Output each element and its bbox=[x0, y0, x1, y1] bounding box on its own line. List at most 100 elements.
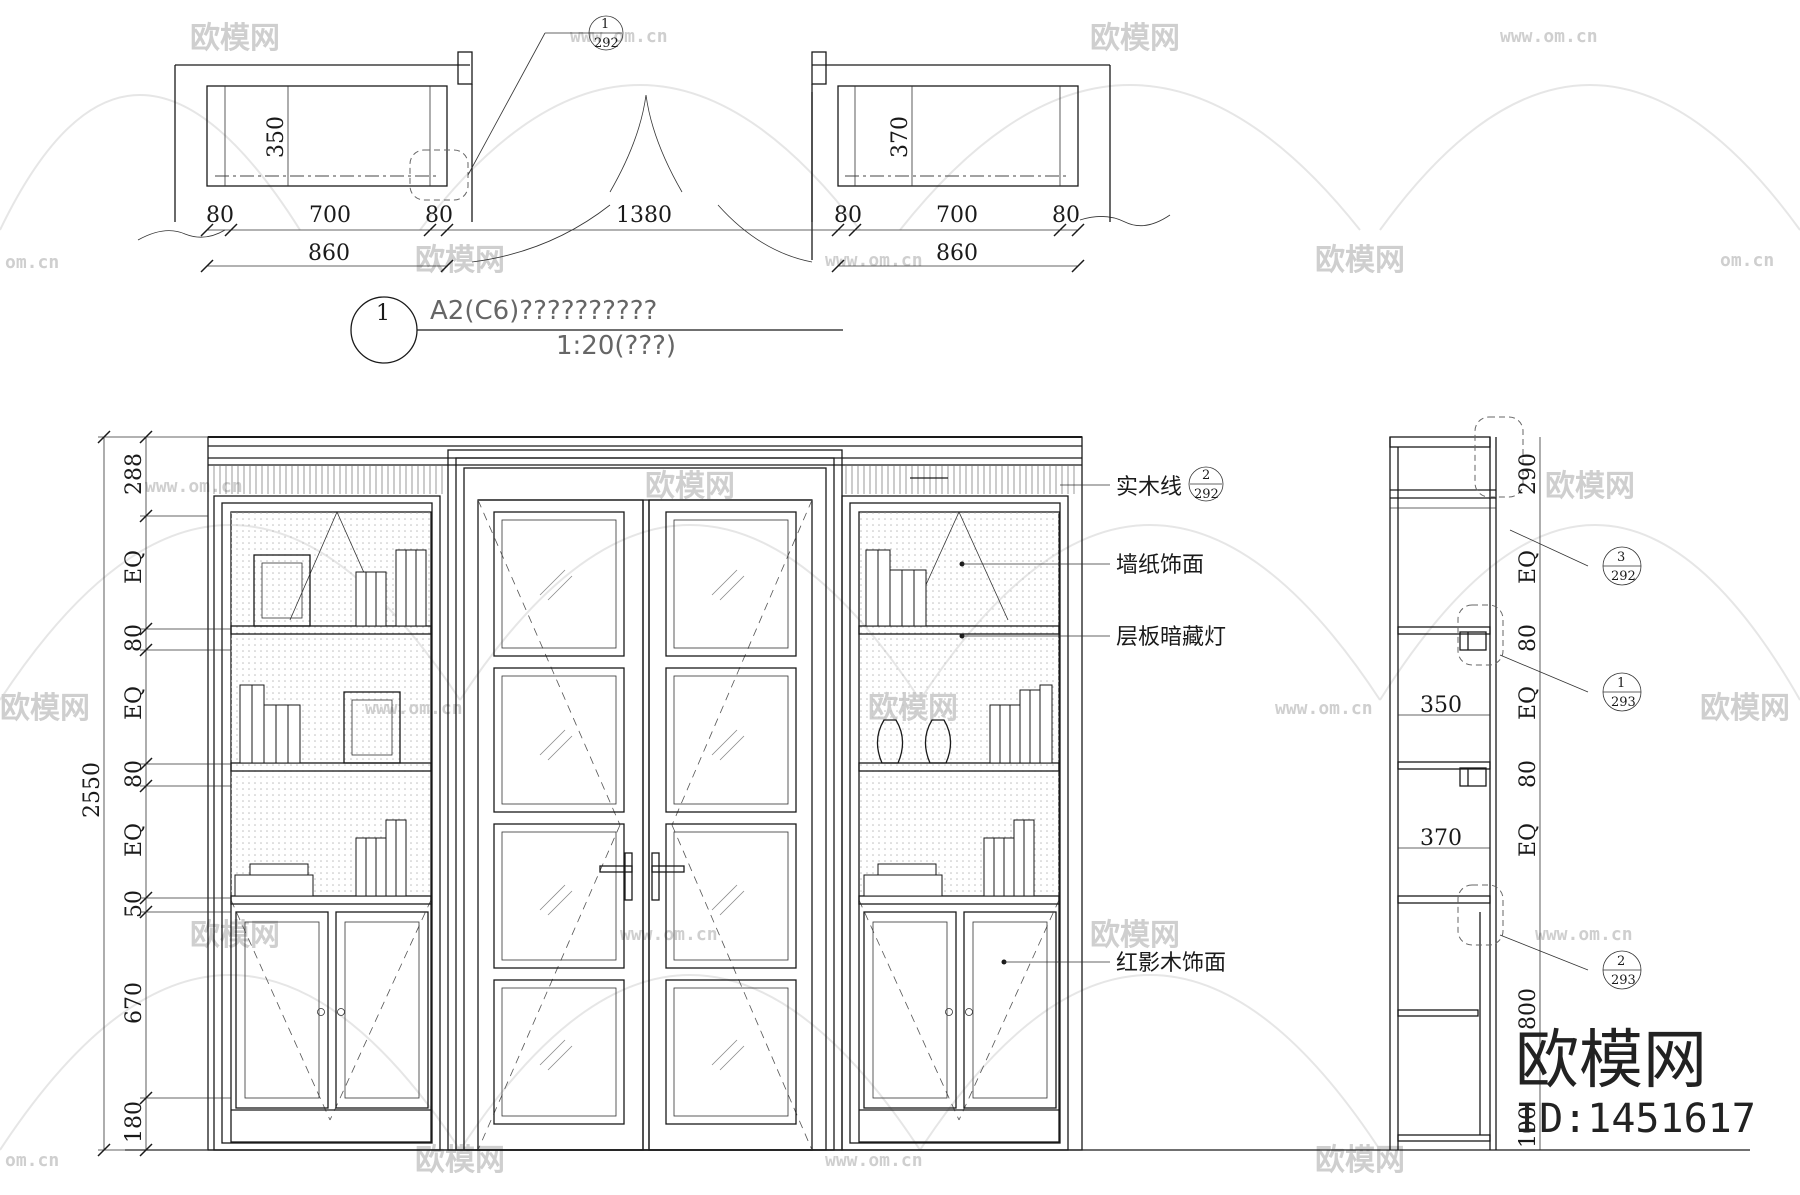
watermark-site-partial: om.cn bbox=[5, 1150, 59, 1171]
dim-gap: 1380 bbox=[616, 203, 672, 228]
door-handle bbox=[599, 865, 633, 873]
door-handle bbox=[651, 865, 685, 873]
plan-callout-bottom: 292 bbox=[594, 36, 619, 51]
watermark-site: www.om.cn bbox=[825, 1150, 923, 1171]
watermark-brand: 欧模网 bbox=[415, 1143, 505, 1178]
dim-sec-4: EQ bbox=[1516, 686, 1541, 720]
dim-left-total: 860 bbox=[308, 241, 350, 266]
shelf bbox=[858, 625, 1060, 635]
watermark-brand: 欧模网 bbox=[1090, 21, 1180, 56]
center-double-door bbox=[447, 449, 843, 1151]
watermark-site: www.om.cn bbox=[145, 476, 243, 497]
title-scale: 1:20(???) bbox=[556, 331, 676, 361]
dim-sec-6: EQ bbox=[1516, 823, 1541, 857]
right-cabinet-plan bbox=[837, 85, 1079, 187]
vase bbox=[924, 719, 952, 764]
dim-left-seg-1: 80 bbox=[206, 203, 234, 228]
shelf bbox=[230, 762, 432, 772]
left-cabinet-plan bbox=[206, 85, 448, 187]
knob bbox=[337, 1008, 345, 1016]
dim-elev-9: 180 bbox=[122, 1101, 147, 1143]
note-wallpaper: 墙纸饰面 bbox=[1116, 553, 1204, 578]
plan-view: 350 370 80 700 80 1380 80 700 80 860 860… bbox=[137, 15, 1171, 273]
door-handle bbox=[624, 852, 633, 901]
side-section: 3 292 1 293 2 293 350 370 290 EQ 80 EQ 8… bbox=[1389, 416, 1642, 1150]
plan-callout-top: 1 bbox=[601, 17, 609, 32]
watermark-brand: 欧模网 bbox=[1545, 469, 1635, 504]
brand-name: 欧模网 bbox=[1515, 1024, 1707, 1098]
dim-sec-5: 80 bbox=[1516, 760, 1541, 788]
dim-sec-1: 290 bbox=[1516, 453, 1541, 495]
shelf bbox=[858, 895, 1060, 905]
title-number: 1 bbox=[376, 301, 390, 326]
section-callout-1-top: 3 bbox=[1617, 550, 1625, 565]
brand-block: 欧模网 ID:1451617 bbox=[1515, 1024, 1756, 1142]
knob bbox=[317, 1008, 325, 1016]
material-notes: 实木线 2 292 墙纸饰面 层板暗藏灯 红影木饰面 bbox=[959, 466, 1226, 976]
note-callout-top: 2 bbox=[1202, 468, 1210, 483]
watermark-brand: 欧模网 bbox=[645, 469, 735, 504]
dim-elev-5: 80 bbox=[122, 760, 147, 788]
books bbox=[863, 549, 1053, 897]
watermark-site: www.om.cn bbox=[620, 924, 718, 945]
dim-right-seg-2: 700 bbox=[936, 203, 978, 228]
cabinet-door bbox=[863, 911, 957, 1109]
dim-elev-8: 670 bbox=[122, 982, 147, 1024]
dim-sec-7: 800 bbox=[1516, 988, 1541, 1030]
detail-cloud bbox=[1474, 416, 1524, 498]
dim-right-seg-1: 80 bbox=[834, 203, 862, 228]
section-shelves bbox=[1397, 626, 1491, 1142]
shelf bbox=[230, 895, 432, 905]
books bbox=[234, 549, 427, 897]
column-plan bbox=[811, 51, 827, 85]
watermark-site: www.om.cn bbox=[570, 26, 668, 47]
note-red-wood-veneer: 红影木饰面 bbox=[1116, 951, 1226, 976]
knob bbox=[945, 1008, 953, 1016]
title-name: A2(C6)?????????? bbox=[430, 296, 657, 326]
detail-cloud bbox=[409, 149, 469, 201]
detail-cloud bbox=[1457, 884, 1504, 946]
watermark-brand: 欧模网 bbox=[1315, 243, 1405, 278]
frieze-hatch-left bbox=[213, 466, 443, 494]
leader-line bbox=[467, 32, 546, 176]
section-callout-1-bottom: 292 bbox=[1611, 569, 1636, 584]
glass-panels-left bbox=[493, 511, 625, 1125]
dim-left-seg-3: 80 bbox=[425, 203, 453, 228]
right-bookcase bbox=[841, 495, 1069, 1151]
shelf bbox=[230, 625, 432, 635]
watermark-brand: 欧模网 bbox=[1090, 918, 1180, 953]
section-callout-2-top: 1 bbox=[1617, 676, 1625, 691]
dim-left-depth: 350 bbox=[264, 116, 289, 158]
column-plan bbox=[457, 51, 473, 85]
watermark-brand: 欧模网 bbox=[190, 918, 280, 953]
frieze-hatch-right bbox=[845, 466, 1075, 494]
wall-break-line bbox=[1079, 214, 1171, 227]
watermark-brand: 欧模网 bbox=[1315, 1143, 1405, 1178]
note-callout-circle bbox=[1188, 466, 1224, 502]
brand-id: ID:1451617 bbox=[1515, 1096, 1756, 1142]
note-solid-wood-molding: 实木线 bbox=[1116, 475, 1182, 500]
detail-cloud bbox=[1457, 604, 1504, 666]
knob bbox=[965, 1008, 973, 1016]
section-callout-3-bottom: 293 bbox=[1611, 973, 1636, 988]
dim-elev-4: EQ bbox=[122, 686, 147, 720]
door-swing-arc bbox=[717, 204, 813, 263]
cabinet-door bbox=[963, 911, 1057, 1109]
dim-right-total: 860 bbox=[936, 241, 978, 266]
watermark-site-partial: om.cn bbox=[5, 252, 59, 273]
picture-frame bbox=[343, 691, 401, 764]
glass-panels-right bbox=[665, 511, 797, 1125]
section-callout-3-top: 2 bbox=[1617, 954, 1625, 969]
note-shelf-light: 层板暗藏灯 bbox=[1116, 625, 1226, 650]
dim-elev-7: 50 bbox=[122, 890, 147, 918]
watermark-brand: 欧模网 bbox=[0, 691, 90, 726]
cabinet-door bbox=[235, 911, 329, 1109]
dim-section-depth-upper: 350 bbox=[1420, 693, 1462, 718]
cabinet-door bbox=[335, 911, 429, 1109]
watermark-site: www.om.cn bbox=[825, 250, 923, 271]
dim-sec-2: EQ bbox=[1516, 550, 1541, 584]
dim-elev-3: 80 bbox=[122, 624, 147, 652]
dim-ticks bbox=[200, 223, 1085, 273]
wall-break-line bbox=[137, 229, 226, 241]
